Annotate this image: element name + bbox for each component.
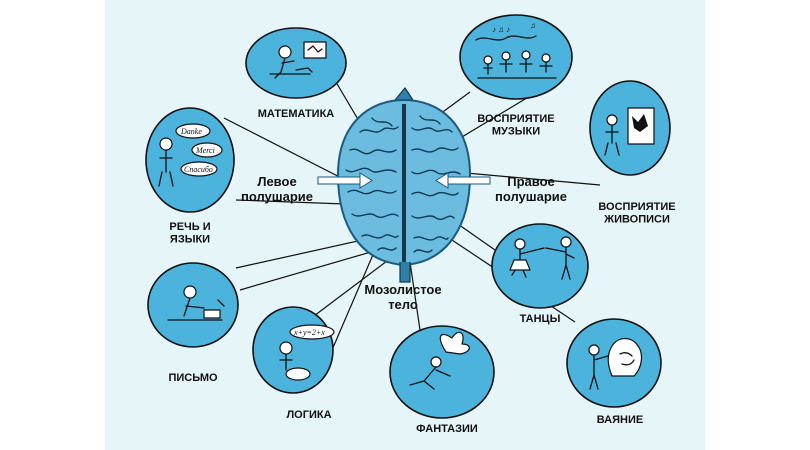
- speech-bubble-text-2: Merci: [195, 146, 215, 155]
- label-writing: ПИСЬМО: [168, 372, 218, 384]
- speech-bubble-text-3: Спасибо: [184, 165, 213, 174]
- svg-text:♪ ♫ ♪: ♪ ♫ ♪: [492, 25, 510, 34]
- speech-bubble-text-1: Danke: [180, 127, 202, 136]
- painting-illustration-icon: [604, 107, 655, 156]
- painting-bubble: [589, 80, 671, 176]
- math-illustration-icon: [269, 41, 327, 79]
- writing-illustration-icon: [167, 285, 225, 321]
- writing-bubble: [147, 262, 239, 348]
- speech-bubble: Danke Merci Спасибо: [145, 107, 235, 213]
- label-fantasy: ФАНТАЗИИ: [416, 423, 478, 435]
- logic-illustration-icon: x+y=2+x: [279, 324, 335, 381]
- label-logic: ЛОГИКА: [286, 409, 331, 421]
- sculpture-bubble: [566, 318, 662, 408]
- sculpture-illustration-icon: [588, 337, 643, 390]
- dance-bubble: [491, 223, 589, 309]
- fantasy-bubble: [389, 325, 495, 419]
- orchestra-illustration-icon: ♪ ♫ ♪ ♫: [475, 21, 557, 79]
- label-dance: ТАНЦЫ: [520, 313, 561, 325]
- label-math: МАТЕМАТИКА: [258, 108, 335, 120]
- logic-bubble: x+y=2+x: [252, 306, 335, 394]
- logic-bubble-text: x+y=2+x: [293, 328, 325, 337]
- label-sculpture: ВАЯНИЕ: [597, 414, 643, 426]
- dance-illustration-icon: [509, 236, 575, 280]
- brain: [336, 86, 472, 283]
- svg-text:♫: ♫: [530, 21, 536, 30]
- speech-illustration-icon: Danke Merci Спасибо: [158, 123, 223, 187]
- music-bubble: ♪ ♫ ♪ ♫: [459, 14, 573, 100]
- hemisphere-arrows: [317, 172, 491, 189]
- fairy-illustration-icon: [409, 331, 470, 390]
- math-bubble: [245, 27, 347, 99]
